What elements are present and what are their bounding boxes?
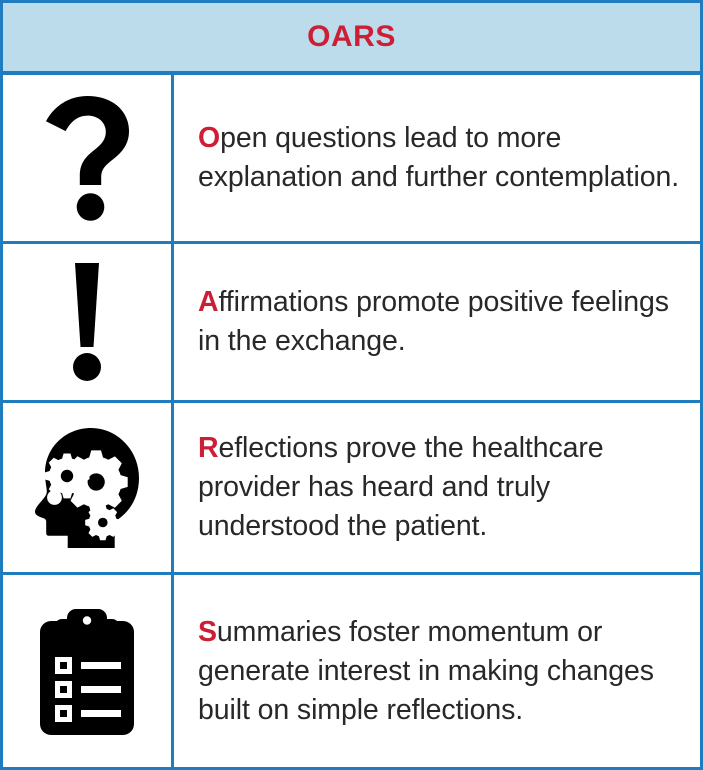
row-description: Reflections prove the healthcare provide… [198,429,692,546]
lead-letter: A [198,286,219,318]
text-cell: Open questions lead to more explanation … [174,75,700,241]
row-description: Summaries foster momentum or generate in… [198,613,692,730]
row-description: Affirmations promote positive feelings i… [198,283,692,361]
icon-cell [3,403,174,572]
clipboard-checklist-icon [36,607,138,735]
question-mark-icon [44,95,130,221]
icon-cell [3,575,174,767]
icon-cell [3,244,174,400]
lead-letter: O [198,122,221,154]
page-title: OARS [307,20,396,53]
table-row: Affirmations promote positive feelings i… [3,244,700,403]
icon-cell [3,75,174,241]
row-description: Open questions lead to more explanation … [198,119,692,197]
text-cell: Reflections prove the healthcare provide… [174,403,700,572]
text-cell: Affirmations promote positive feelings i… [174,244,700,400]
lead-letter: S [198,615,217,648]
head-with-gears-icon [35,426,139,550]
table-row: Reflections prove the healthcare provide… [3,403,700,575]
table-body: Open questions lead to more explanation … [3,75,700,767]
row-text: ffirmations promote positive feelings in… [198,286,669,357]
table-row: Summaries foster momentum or generate in… [3,575,700,767]
row-text: pen questions lead to more explanation a… [198,122,680,193]
row-text: ummaries foster momentum or generate int… [198,615,654,726]
lead-letter: R [198,432,219,464]
row-text: eflections prove the healthcare provider… [198,432,604,542]
exclamation-mark-icon [61,263,113,381]
text-cell: Summaries foster momentum or generate in… [174,575,700,767]
table-header: OARS [3,3,700,75]
table-row: Open questions lead to more explanation … [3,75,700,244]
